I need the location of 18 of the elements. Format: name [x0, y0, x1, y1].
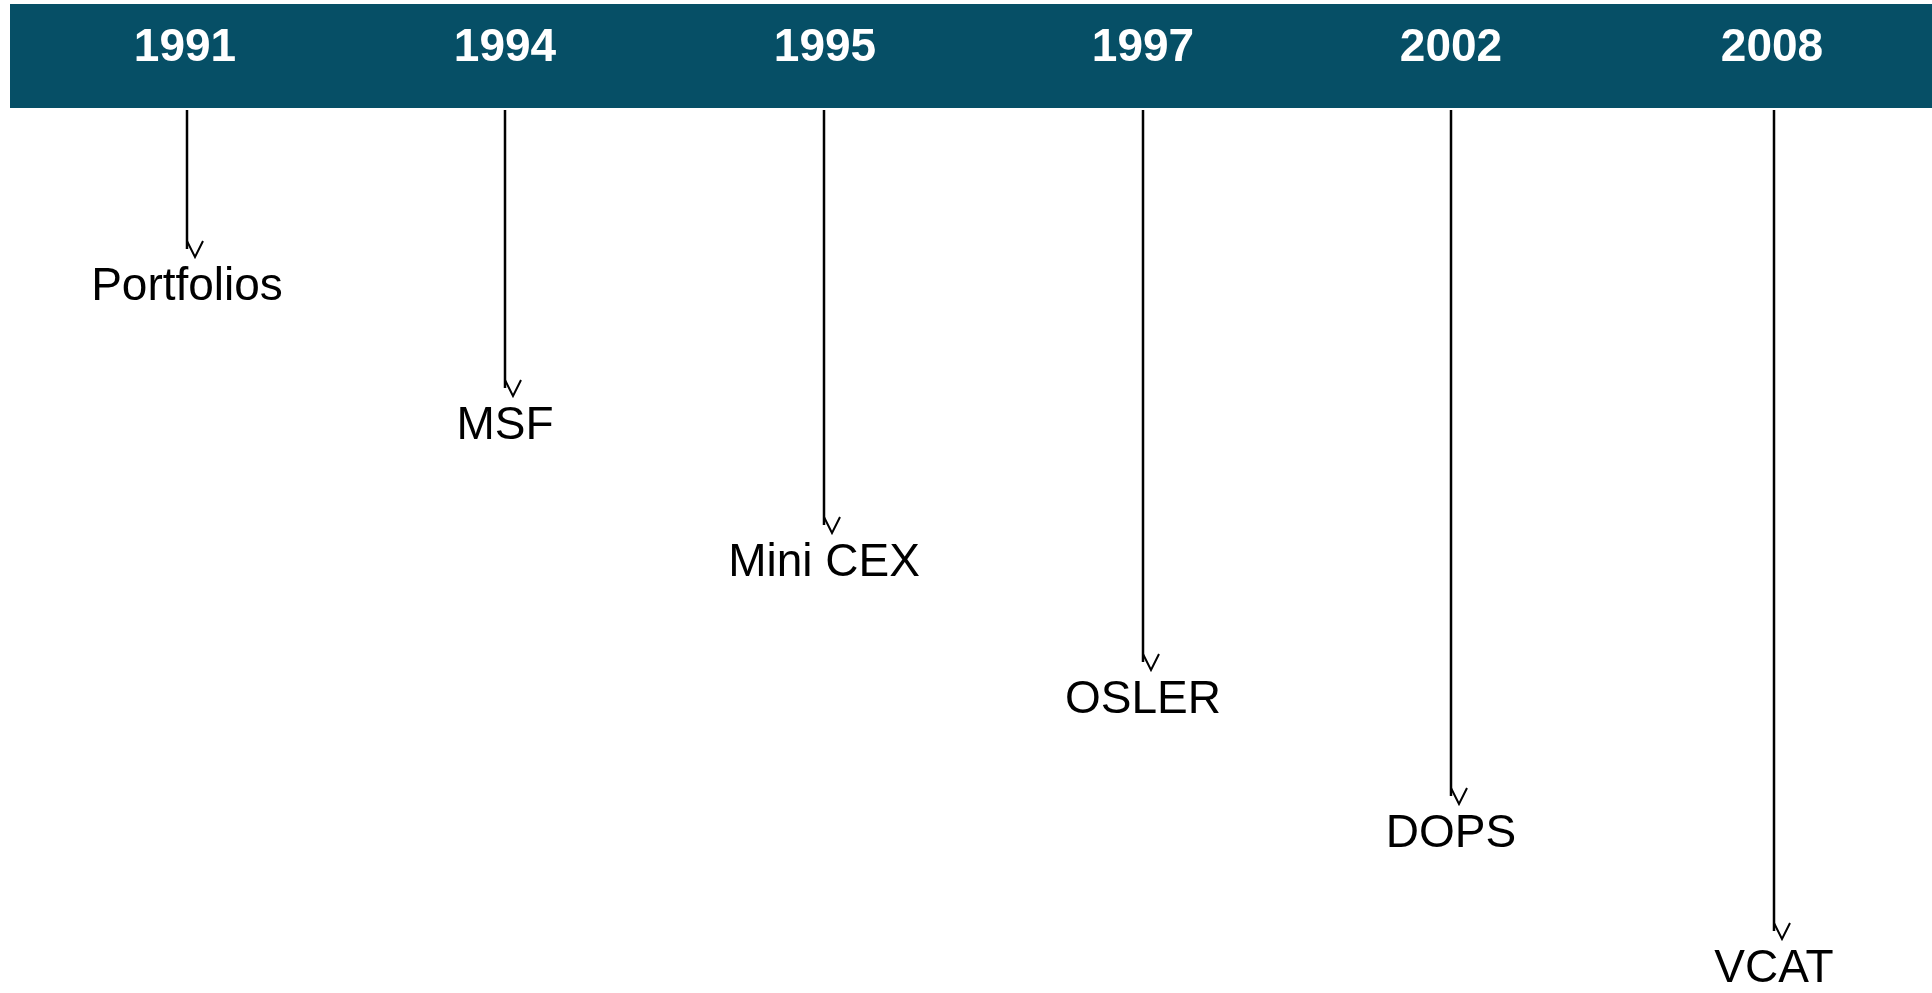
arrow [1141, 110, 1160, 671]
year-label: 1997 [1091, 20, 1195, 71]
method-label: Portfolios [91, 259, 283, 310]
method-label: Mini CEX [728, 535, 920, 586]
method-label: VCAT [1714, 941, 1834, 992]
method-label: OSLER [1065, 672, 1221, 723]
year-label: 1994 [453, 20, 557, 71]
arrow [1449, 110, 1468, 805]
arrow [185, 110, 204, 258]
year-label: 1995 [773, 20, 877, 71]
year-label: 1991 [133, 20, 237, 71]
arrow [503, 110, 522, 397]
arrow [1772, 110, 1791, 940]
arrow [822, 110, 841, 534]
method-label: MSF [456, 398, 554, 449]
year-label: 2002 [1399, 20, 1503, 71]
year-label: 2008 [1720, 20, 1824, 71]
method-label: DOPS [1385, 806, 1517, 857]
